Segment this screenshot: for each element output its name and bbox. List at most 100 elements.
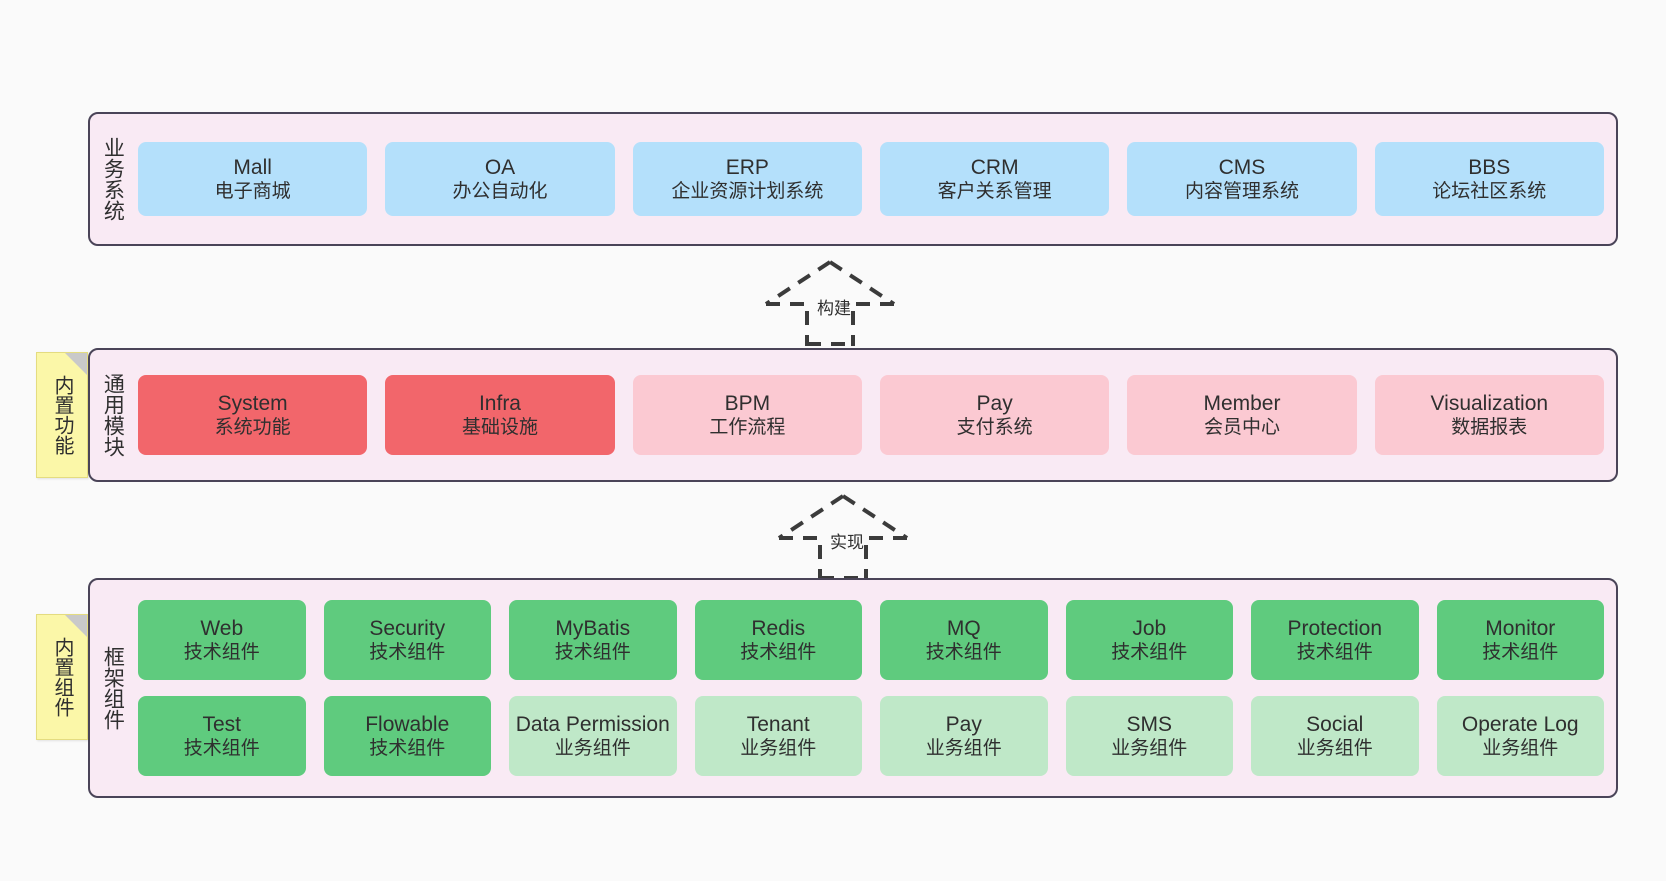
- card-erp[interactable]: ERP 企业资源计划系统: [632, 142, 862, 216]
- card-cms[interactable]: CMS 内容管理系统: [1127, 142, 1357, 216]
- card-title: Pay: [976, 391, 1013, 415]
- card-title: Redis: [751, 616, 806, 640]
- card-title: BBS: [1468, 155, 1511, 179]
- card-title: SMS: [1126, 712, 1172, 736]
- card-subtitle: 数据报表: [1451, 417, 1528, 439]
- card-title: Security: [369, 616, 446, 640]
- card-pay-component[interactable]: Pay 业务组件: [880, 696, 1048, 776]
- card-subtitle: 技术组件: [183, 738, 260, 760]
- card-protection[interactable]: Protection 技术组件: [1251, 600, 1419, 680]
- card-title: Job: [1132, 616, 1167, 640]
- card-bbs[interactable]: BBS 论坛社区系统: [1374, 142, 1604, 216]
- card-subtitle: 技术组件: [183, 642, 260, 664]
- card-mq[interactable]: MQ 技术组件: [880, 600, 1048, 680]
- card-subtitle: 技术组件: [1111, 642, 1188, 664]
- card-mall[interactable]: Mall 电子商城: [138, 142, 368, 216]
- card-title: ERP: [725, 155, 769, 179]
- card-title: Pay: [945, 712, 982, 736]
- card-job[interactable]: Job 技术组件: [1065, 600, 1233, 680]
- sticky-note-label: 内置功能: [51, 375, 73, 455]
- layer-title-framework-component: 框架组件: [101, 646, 125, 730]
- card-subtitle: 技术组件: [1296, 642, 1373, 664]
- layer-business-system: 业务系统 Mall 电子商城 OA 办公自动化 ERP 企业资源计划系统 CRM…: [88, 112, 1618, 246]
- sticky-note-builtin-component: 内置组件: [36, 614, 88, 740]
- card-subtitle: 技术组件: [369, 738, 446, 760]
- card-subtitle: 业务组件: [1482, 738, 1559, 760]
- generalization-arrow-icon: [764, 260, 896, 346]
- arrow-build: 构建: [755, 256, 905, 346]
- card-redis[interactable]: Redis 技术组件: [694, 600, 862, 680]
- card-web[interactable]: Web 技术组件: [138, 600, 306, 680]
- card-subtitle: 内容管理系统: [1184, 181, 1299, 203]
- card-monitor[interactable]: Monitor 技术组件: [1436, 600, 1604, 680]
- card-title: Data Permission: [515, 712, 670, 736]
- card-subtitle: 会员中心: [1203, 417, 1280, 439]
- layer-body-framework-component: Web 技术组件 Security 技术组件 MyBatis 技术组件 Redi…: [134, 580, 1616, 796]
- layer-row: System 系统功能 Infra 基础设施 BPM 工作流程 Pay 支付系统…: [138, 375, 1604, 455]
- card-subtitle: 电子商城: [214, 181, 291, 203]
- layer-title-business-system: 业务系统: [101, 137, 125, 221]
- card-subtitle: 技术组件: [740, 642, 817, 664]
- card-security[interactable]: Security 技术组件: [323, 600, 491, 680]
- card-subtitle: 办公自动化: [452, 181, 548, 203]
- layer-title-common-module: 通用模块: [101, 373, 125, 457]
- arrow-implement: 实现: [768, 490, 918, 580]
- card-title: Operate Log: [1461, 712, 1579, 736]
- card-title: Flowable: [365, 712, 450, 736]
- card-title: CMS: [1218, 155, 1266, 179]
- card-title: Mall: [233, 155, 272, 179]
- layer-framework-component: 框架组件 Web 技术组件 Security 技术组件 MyBatis 技术组件…: [88, 578, 1618, 798]
- card-infra[interactable]: Infra 基础设施: [385, 375, 615, 455]
- sticky-note-label: 内置组件: [51, 637, 73, 717]
- card-title: Tenant: [746, 712, 810, 736]
- card-title: OA: [484, 155, 516, 179]
- card-title: MQ: [946, 616, 981, 640]
- card-subtitle: 技术组件: [554, 642, 631, 664]
- card-subtitle: 支付系统: [956, 417, 1033, 439]
- arrow-label-build: 构建: [817, 299, 851, 318]
- arrow-label-implement: 实现: [830, 533, 864, 552]
- card-system[interactable]: System 系统功能: [138, 375, 368, 455]
- card-crm[interactable]: CRM 客户关系管理: [879, 142, 1110, 216]
- card-bpm[interactable]: BPM 工作流程: [632, 375, 862, 455]
- card-subtitle: 业务组件: [925, 738, 1002, 760]
- card-subtitle: 技术组件: [1482, 642, 1559, 664]
- card-title: Member: [1203, 391, 1281, 415]
- card-title: Visualization: [1430, 391, 1549, 415]
- card-title: CRM: [970, 155, 1019, 179]
- card-data-permission[interactable]: Data Permission 业务组件: [509, 696, 677, 776]
- card-visualization[interactable]: Visualization 数据报表: [1374, 375, 1604, 455]
- card-subtitle: 论坛社区系统: [1432, 181, 1547, 203]
- card-mybatis[interactable]: MyBatis 技术组件: [509, 600, 677, 680]
- card-subtitle: 基础设施: [461, 417, 538, 439]
- card-subtitle: 技术组件: [925, 642, 1002, 664]
- layer-body-common-module: System 系统功能 Infra 基础设施 BPM 工作流程 Pay 支付系统…: [134, 350, 1616, 480]
- card-social[interactable]: Social 业务组件: [1251, 696, 1419, 776]
- card-tenant[interactable]: Tenant 业务组件: [694, 696, 862, 776]
- card-pay[interactable]: Pay 支付系统: [879, 375, 1110, 455]
- card-subtitle: 业务组件: [554, 738, 631, 760]
- card-oa[interactable]: OA 办公自动化: [385, 142, 615, 216]
- card-flowable[interactable]: Flowable 技术组件: [323, 696, 491, 776]
- card-title: MyBatis: [555, 616, 631, 640]
- layer-common-module: 通用模块 System 系统功能 Infra 基础设施 BPM 工作流程 Pay…: [88, 348, 1618, 482]
- layer-row: Web 技术组件 Security 技术组件 MyBatis 技术组件 Redi…: [138, 600, 1604, 680]
- card-member[interactable]: Member 会员中心: [1127, 375, 1357, 455]
- card-operate-log[interactable]: Operate Log 业务组件: [1436, 696, 1604, 776]
- card-sms[interactable]: SMS 业务组件: [1065, 696, 1233, 776]
- layer-body-business-system: Mall 电子商城 OA 办公自动化 ERP 企业资源计划系统 CRM 客户关系…: [134, 114, 1616, 244]
- card-title: Monitor: [1485, 616, 1556, 640]
- card-subtitle: 系统功能: [214, 417, 291, 439]
- card-subtitle: 企业资源计划系统: [671, 181, 824, 203]
- card-title: System: [217, 391, 288, 415]
- layer-row: Test 技术组件 Flowable 技术组件 Data Permission …: [138, 696, 1604, 776]
- card-test[interactable]: Test 技术组件: [138, 696, 306, 776]
- card-title: Test: [202, 712, 241, 736]
- card-subtitle: 业务组件: [1111, 738, 1188, 760]
- card-title: BPM: [724, 391, 771, 415]
- card-title: Social: [1306, 712, 1364, 736]
- card-subtitle: 工作流程: [709, 417, 786, 439]
- card-subtitle: 业务组件: [1296, 738, 1373, 760]
- card-subtitle: 技术组件: [369, 642, 446, 664]
